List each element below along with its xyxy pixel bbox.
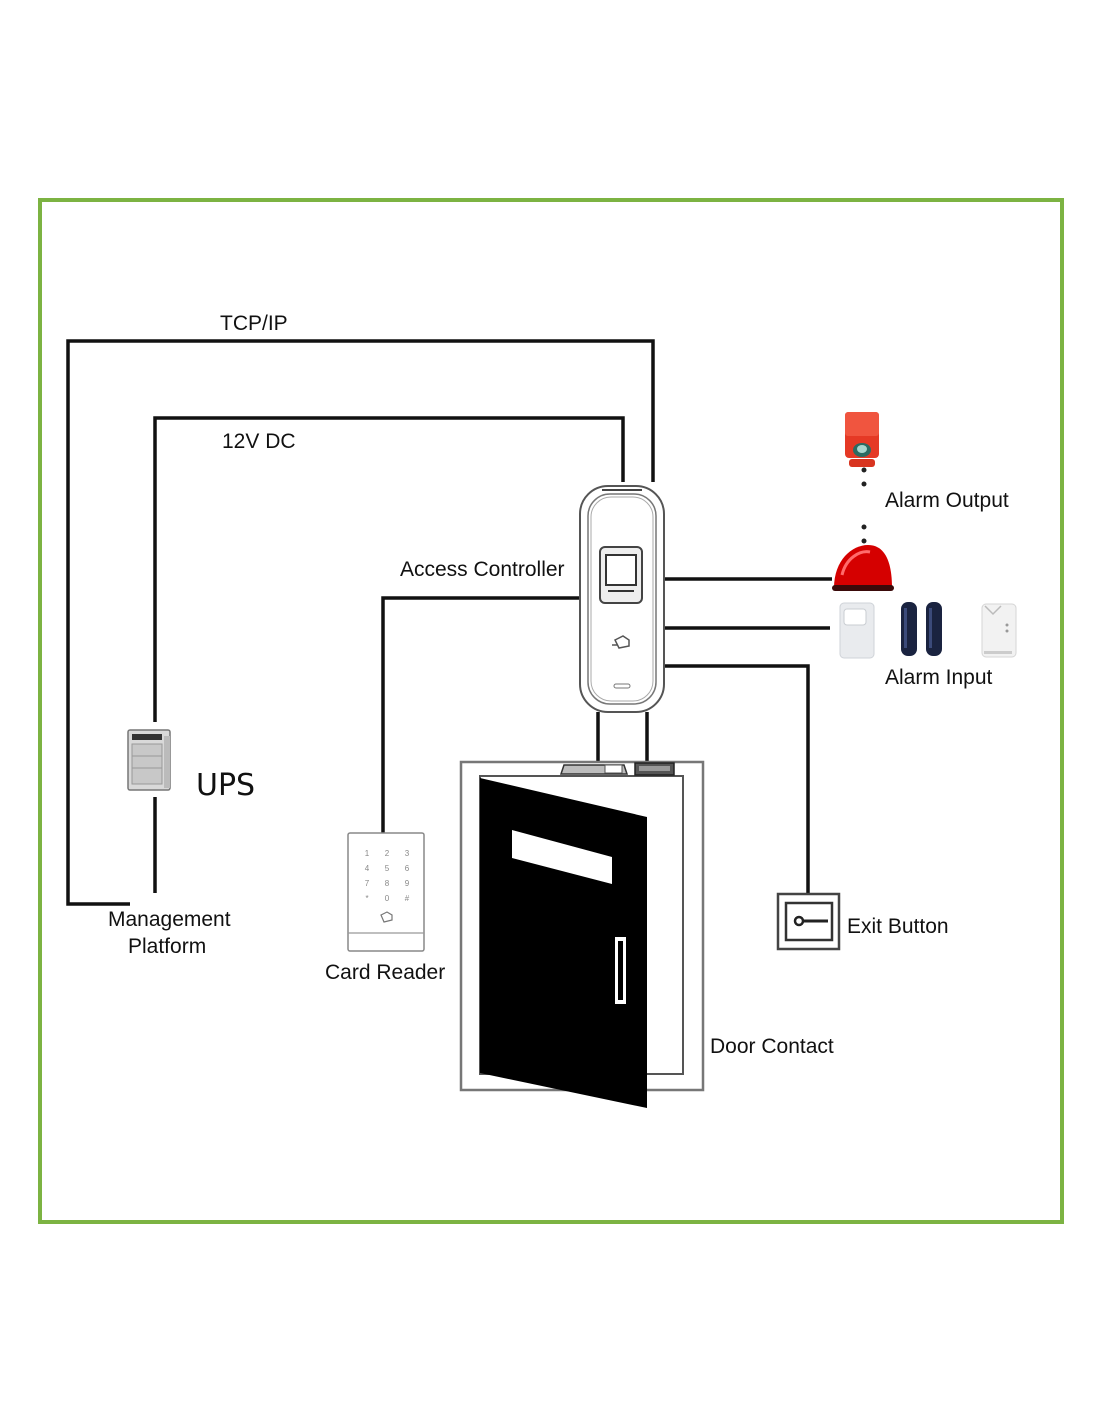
exit-button-label: Exit Button [847, 915, 949, 938]
alarm-output-label: Alarm Output [885, 489, 1009, 512]
exit-button-device[interactable] [776, 892, 841, 951]
tcp-ip-wire [66, 339, 655, 906]
access-controller-label: Access Controller [400, 558, 565, 581]
key-icon [793, 915, 828, 927]
card-reader-wire [381, 596, 580, 833]
keypad-key[interactable]: 0 [385, 894, 390, 903]
tcp-ip-label: TCP/IP [220, 312, 288, 335]
fingerprint-sensor-icon [599, 546, 643, 604]
management-platform-label-line2: Platform [128, 935, 206, 958]
keypad-key[interactable]: 8 [385, 879, 390, 888]
keypad-key[interactable]: * [365, 894, 368, 903]
keypad-key[interactable]: # [405, 894, 410, 903]
management-platform-label-line1: Management [108, 908, 231, 931]
card-reader-label: Card Reader [325, 961, 445, 984]
card-reader-device[interactable]: 1 2 3 4 5 6 7 8 9 * 0 # [347, 832, 425, 952]
keypad-key[interactable]: 5 [385, 864, 390, 873]
ups-label: UPS [196, 768, 255, 803]
keypad-key[interactable]: 3 [405, 849, 410, 858]
card-tap-icon [612, 635, 630, 649]
keypad-key[interactable]: 2 [385, 849, 390, 858]
keypad: 1 2 3 4 5 6 7 8 9 * 0 # [365, 849, 410, 903]
alarm-output-dots [861, 467, 867, 544]
magnetic-lock-icon [559, 764, 629, 775]
door-contact-label: Door Contact [710, 1035, 834, 1058]
strobe-siren-icon [845, 412, 879, 467]
keypad-key[interactable]: 9 [405, 879, 410, 888]
keypad-key[interactable]: 7 [365, 879, 370, 888]
card-tap-icon [380, 911, 393, 923]
beam-detector-icon [901, 602, 942, 656]
door-contact-sensor-icon [634, 762, 675, 776]
gas-detector-icon [981, 603, 1017, 658]
ups-device-icon [127, 729, 171, 791]
alarm-input-label: Alarm Input [885, 666, 993, 689]
diagram-frame [38, 198, 1064, 1224]
dc-power-wire [153, 416, 625, 893]
motion-sensor-icon [839, 602, 875, 659]
access-controller-device[interactable] [579, 485, 665, 713]
keypad-key[interactable]: 1 [365, 849, 370, 858]
keypad-key[interactable]: 6 [405, 864, 410, 873]
keypad-key[interactable]: 4 [365, 864, 370, 873]
beacon-light-icon [832, 545, 894, 591]
exit-button-wire [664, 664, 810, 894]
door-panel [480, 778, 647, 1108]
dc-power-label: 12V DC [222, 430, 296, 453]
